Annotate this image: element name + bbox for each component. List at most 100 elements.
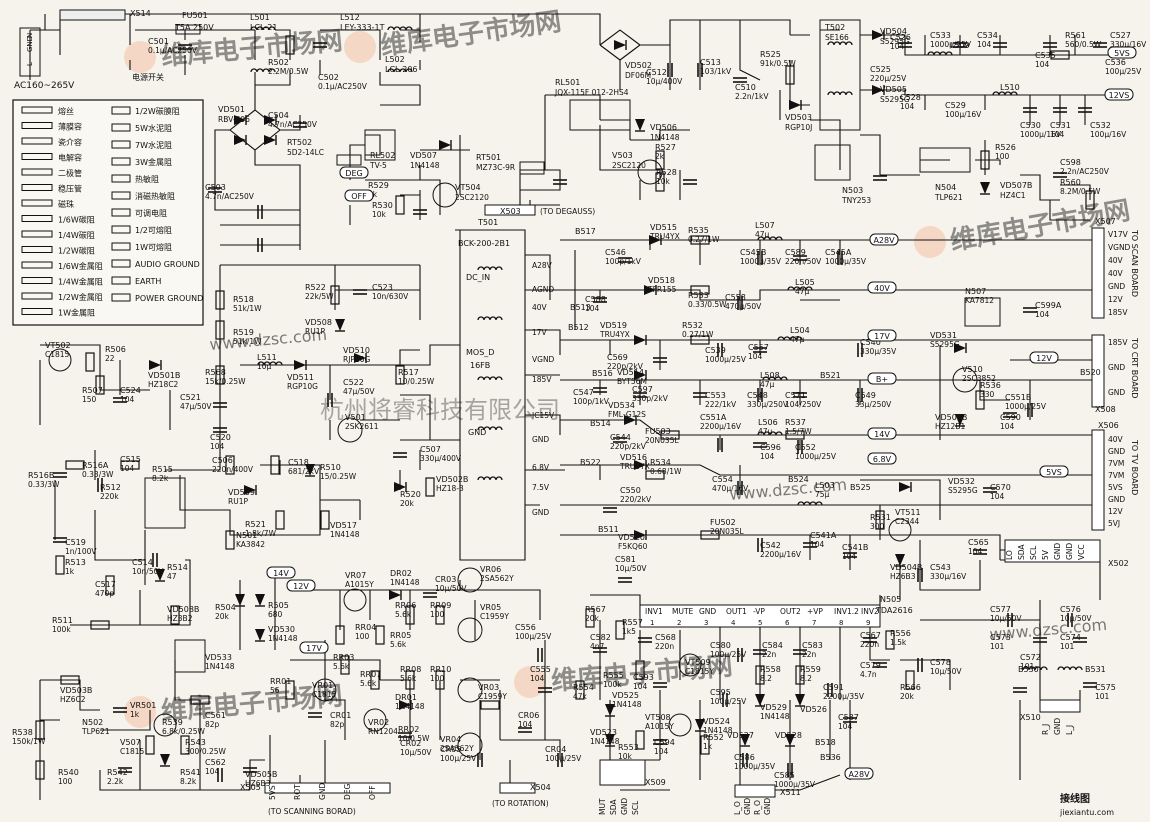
part-value: 10k [618,752,633,761]
part-id: RR02 [398,725,419,734]
part-value: 5.6k [360,679,377,688]
part-value: 300/0.25W [185,747,227,756]
legend-symbol [111,259,131,268]
part-value: 1k [130,710,140,719]
choke-value: LCL-21 [250,23,277,32]
cap-id: C501 [148,37,169,46]
legend-item-left: 1/6W碳阻 [58,215,95,225]
part-value: 2200μ/16V [760,550,802,559]
part-id: B536 [820,753,841,762]
tr-pin: 40V [532,303,548,312]
part-value: 1k [65,567,75,576]
cap-id: C502 [318,73,339,82]
part-value: 100μ/25V [545,754,582,763]
part-value: 47μ/50V [343,387,375,396]
part-id: C586 [734,753,755,762]
res-id: R560 [1060,178,1081,187]
part-id: R540 [58,768,79,777]
semi-id: T502 [824,23,845,32]
part-value: 104 [633,682,648,691]
part-id: VD510 [343,346,370,355]
part-value: 220n [860,640,879,649]
part-id: VD534 [608,401,635,410]
ic-pin: OUT2 [780,607,801,616]
part-id: C581 [615,555,636,564]
part-id: C542 [760,541,781,550]
part-value: 104 [654,747,669,756]
legend-item-right: 热敏阻 [135,174,159,184]
connector-pin: GND [1053,543,1062,560]
part-id: V507 [120,738,141,747]
input-pin: GND [26,36,34,52]
svg-text:17V: 17V [306,644,322,653]
connector-pin: SCL [1029,545,1038,560]
tr-pin: VGND [532,355,555,364]
part-value: FML-G12S [608,410,646,419]
part-value: 8.2 [760,674,772,683]
part-id: C551B [1005,393,1031,402]
part-id: VD526 [800,705,827,714]
part-id: C574 [1060,633,1081,642]
part-id: C515 [120,455,141,464]
part-id: R506 [105,345,126,354]
part-value: TRU4YX [649,232,680,241]
part-value: 104 [518,720,533,729]
legend-item-right: 1/2W碳膜阻 [135,106,180,116]
part-id: VD503B [60,686,92,695]
part-value: 2SA562Y [480,574,514,583]
part-value: 1N4148 [760,712,790,721]
connector-pin: SCL [631,800,640,815]
part-id: C558 [725,293,746,302]
part-value: 100 [430,610,445,619]
part-id: C539 [705,346,726,355]
part-id: B516 [592,369,613,378]
part-id: R516A [82,461,109,470]
legend-symbol [111,174,131,183]
rail-tag: 5VS [1039,465,1069,478]
res-value: 560/0.5W [1065,40,1102,49]
legend-item-left: 1W金属阻 [58,308,95,318]
part-id: C567 [860,631,881,640]
svg-text:A28V: A28V [848,770,870,779]
watermark-logo [124,41,156,73]
part-id: C582 [590,633,611,642]
part-id: N507 [965,287,986,296]
part-id: VR05 [480,603,501,612]
part-id: C580 [710,641,731,650]
res-id: R526 [995,143,1016,152]
part-id: VR04 [440,735,461,744]
part-value: 2.2k [107,777,124,786]
ic-pin-number: 1 [650,619,654,627]
cap-value: 100μ/25V [1105,67,1142,76]
part-value: 1N4148 [395,702,425,711]
res-id: R530 [372,201,393,210]
part-id: VD516 [620,453,647,462]
part-value: 150k/1W [12,737,46,746]
part-value: 56 [270,686,280,695]
footer-site: 接线图 [1060,792,1090,805]
legend-item-left: 瓷介容 [58,137,82,147]
rail-tag: 5VS [1107,46,1137,59]
connector-id: X510 [1020,713,1041,722]
part-id: R538 [12,728,33,737]
ic-id: N505 [880,595,901,604]
watermark-logo [514,666,546,698]
part-value: 1000μ/25V [1005,402,1047,411]
svg-text:DEG: DEG [345,169,362,178]
part-id: R517 [398,368,419,377]
ic-pin-number: 3 [704,619,708,627]
input-pin: N [26,33,34,38]
res-id: R525 [760,50,781,59]
part-value: 104/250V [785,400,822,409]
part-id: R532 [682,321,703,330]
connector-pin: 185V [1108,338,1128,347]
part-id: RR05 [390,631,411,640]
part-id: RR04 [355,623,376,632]
legend-symbol [21,153,53,160]
part-value: 15/0.25W [320,472,357,481]
cap-value: 1000μ/16V [1020,130,1062,139]
connector-pin: GND [1108,388,1125,397]
part-id: R543 [185,738,206,747]
part-value: 100μ/25V [440,754,477,763]
part-id: C524 [120,386,141,395]
